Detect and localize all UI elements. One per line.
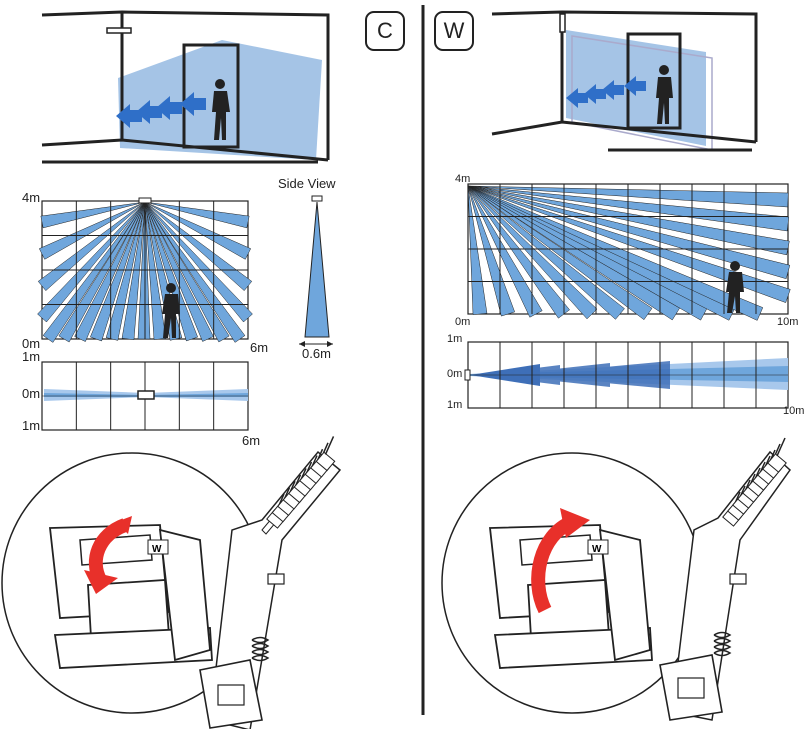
side-view-diagram — [299, 195, 333, 347]
front-beam-7 — [90, 201, 146, 342]
svg-text:W: W — [592, 544, 602, 555]
right-front-beams — [467, 185, 791, 321]
front-beam-5 — [467, 185, 488, 315]
front-beam-20 — [144, 201, 250, 229]
left-sensor-unit — [106, 27, 132, 34]
right-door-frame — [626, 32, 682, 130]
left-front-y-bottom-label: 0m — [22, 336, 41, 351]
front-beam-3 — [467, 185, 791, 280]
front-beam-18 — [144, 201, 253, 292]
left-front-view-grid — [37, 197, 253, 343]
left-top-y-mid-label: 0m — [22, 386, 41, 401]
left-room-illustration — [41, 10, 330, 164]
front-beam-15 — [467, 185, 764, 321]
right-top-view-grid — [464, 341, 789, 409]
left-front-x-end-label: 6m — [250, 340, 269, 355]
front-beam-4 — [467, 185, 791, 303]
front-beam-4 — [42, 201, 146, 343]
front-beam-17 — [144, 201, 253, 323]
front-beam-15 — [144, 201, 230, 343]
front-beam-0 — [40, 201, 146, 229]
mode-badge-c: C — [365, 11, 405, 51]
right-sensor-board-icon — [659, 437, 791, 721]
top-sensor-marker — [137, 390, 155, 400]
front-beam-2 — [467, 185, 790, 256]
right-front-view-grid — [467, 183, 791, 321]
right-motion-arrows — [566, 76, 646, 108]
front-beam-16 — [144, 201, 246, 343]
right-front-y-top-label: 4m — [455, 173, 471, 185]
front-beam-19 — [144, 201, 252, 260]
left-front-beams — [37, 201, 253, 343]
mode-badge-w: W — [434, 11, 474, 51]
right-mount-detail: W — [441, 452, 703, 714]
terminal-pin — [324, 436, 335, 455]
left-door-frame — [182, 43, 240, 149]
front-sensor-marker — [138, 197, 152, 204]
right-front-y-bottom-label: 0m — [455, 316, 471, 328]
terminal-block — [767, 453, 787, 473]
side-view-width-label: 0.6m — [302, 346, 331, 361]
right-sensor-unit — [559, 13, 566, 33]
left-mount-detail: W — [1, 452, 263, 714]
left-sensor-board-icon — [199, 436, 342, 729]
left-top-y-bottom-label: 1m — [22, 418, 41, 433]
person-silhouette-icon — [726, 261, 744, 313]
left-top-y-top-label: 1m — [22, 349, 41, 364]
front-beam-5 — [58, 201, 146, 343]
right-top-y-bottom-label: 1m — [447, 399, 463, 411]
person-silhouette-icon — [162, 283, 180, 338]
terminal-pin — [776, 437, 786, 457]
right-front-x-end-label: 10m — [777, 316, 799, 328]
right-top-x-end-label: 10m — [783, 405, 805, 417]
left-front-y-top-label: 4m — [22, 190, 41, 205]
front-beam-1 — [38, 201, 146, 260]
left-top-x-end-label: 6m — [242, 433, 261, 448]
right-top-y-mid-label: 0m — [447, 368, 463, 380]
right-top-y-top-label: 1m — [447, 333, 463, 345]
terminal-block — [315, 451, 336, 472]
left-top-view-grid — [41, 361, 249, 431]
left-motion-arrows — [116, 92, 206, 128]
person-silhouette-icon — [656, 65, 673, 124]
front-beam-2 — [37, 201, 146, 292]
front-beam-6 — [74, 201, 146, 342]
rotate-arrow-icon — [531, 515, 576, 614]
front-beam-11 — [467, 185, 653, 321]
svg-text:W: W — [152, 544, 162, 555]
front-beam-10 — [467, 185, 625, 320]
front-beam-3 — [37, 201, 146, 323]
side-view-title: Side View — [278, 176, 336, 191]
front-beam-7 — [467, 185, 543, 318]
person-silhouette-icon — [212, 79, 230, 140]
right-room-illustration — [491, 10, 758, 152]
